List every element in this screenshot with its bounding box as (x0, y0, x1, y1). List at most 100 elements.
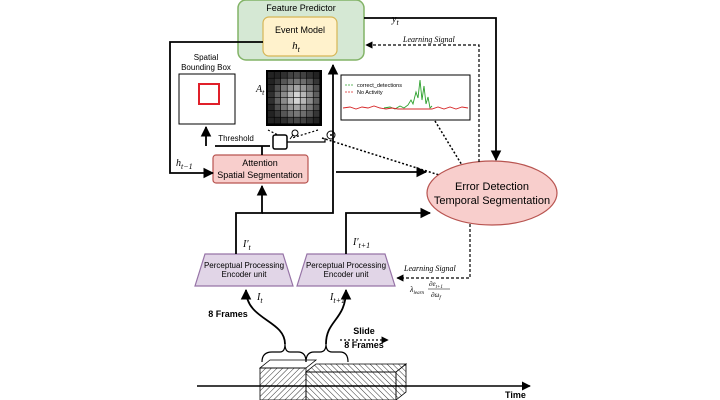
learning-signal-bottom: Learning Signal (403, 264, 457, 273)
heatmap-cell (294, 91, 300, 98)
heatmap-cell (281, 91, 287, 98)
heatmap-cell (307, 85, 313, 91)
heatmap-cell (313, 72, 320, 78)
heatmap-cell (287, 117, 294, 124)
spatial-bbox-title-line2: Bounding Box (181, 63, 231, 72)
eight-frames-label: 8 Frames (208, 309, 248, 319)
heatmap-cell (313, 78, 320, 85)
heatmap-cell (307, 111, 313, 117)
heatmap-cell (307, 72, 313, 78)
slide-eight-frames-label: 8 Frames (344, 340, 384, 350)
heatmap-cell (281, 98, 287, 104)
spatial-bbox-title-line1: Spatial (194, 53, 219, 62)
encoder-right-line1: Perceptual Processing (306, 261, 386, 270)
learning-rate-formula: λlearn ∂et+1 ∂ωf (409, 280, 450, 301)
heatmap-cell (268, 85, 274, 91)
attention-line2: Spatial Segmentation (217, 170, 303, 180)
heatmap-cell (294, 72, 300, 78)
heatmap-cell (274, 72, 281, 78)
threshold-window (272, 134, 288, 150)
heatmap-cell (294, 117, 300, 124)
heatmap-cell (268, 72, 274, 78)
spatial-bbox-red-square (198, 83, 220, 105)
legend-no-activity: No Activity (357, 90, 383, 96)
heatmap-cell (268, 117, 274, 124)
red-series-line (342, 105, 469, 110)
heatmap-cell (268, 104, 274, 111)
error-detection-line1: Error Detection (455, 181, 529, 193)
y-t-label: yt (391, 14, 399, 27)
brace-left (261, 343, 307, 363)
svg-text:∂ωf: ∂ωf (431, 291, 441, 301)
i-t-label: It (256, 292, 263, 305)
heatmap-cell (300, 98, 307, 104)
i-prime-t-label: I′t (242, 239, 252, 252)
attention-heatmap (266, 70, 322, 126)
encoder-right-trapezoid (296, 253, 396, 287)
heatmap-cell (307, 78, 313, 85)
heatmap-cell (287, 72, 294, 78)
heatmap-cell (281, 111, 287, 117)
encoder-left-line1: Perceptual Processing (204, 261, 284, 270)
event-model-box (262, 16, 338, 57)
encoder-left-line2: Encoder unit (222, 270, 268, 279)
heatmap-cell (300, 91, 307, 98)
green-series-line (383, 79, 433, 110)
slide-label: Slide (353, 326, 375, 336)
heatmap-cell (300, 72, 307, 78)
heatmap-cell (287, 111, 294, 117)
heatmap-cell (300, 117, 307, 124)
attention-line1: Attention (242, 158, 278, 168)
h-t-minus-1-label: ht−1 (176, 158, 193, 171)
activity-chart-frame (340, 74, 471, 121)
heatmap-cell (313, 111, 320, 117)
spatial-bbox-frame (178, 73, 236, 125)
heatmap-cell (287, 104, 294, 111)
heatmap-cell (287, 78, 294, 85)
heatmap-cell (287, 91, 294, 98)
heatmap-cell (313, 85, 320, 91)
heatmap-cell (313, 117, 320, 124)
heatmap-cell (268, 91, 274, 98)
heatmap-cell (274, 85, 281, 91)
encoder-right-line2: Encoder unit (324, 270, 370, 279)
heatmap-cell (294, 111, 300, 117)
activity-chart-legend: correct_detections No Activity (345, 83, 402, 96)
heatmap-cell (268, 98, 274, 104)
i-prime-t1-label: I′t+1 (352, 237, 370, 250)
svg-text:λlearn: λlearn (409, 285, 425, 296)
svg-text:∂et+1: ∂et+1 (429, 280, 443, 290)
heatmap-cell (274, 78, 281, 85)
heatmap-cell (294, 85, 300, 91)
event-model-title: Event Model (275, 25, 325, 35)
frame-cube-t1 (304, 363, 408, 400)
heatmap-cell (274, 91, 281, 98)
heatmap-cell (307, 98, 313, 104)
heatmap-cell (281, 117, 287, 124)
heatmap-cell (281, 78, 287, 85)
error-detection-line2: Temporal Segmentation (434, 195, 550, 207)
heatmap-cell (287, 85, 294, 91)
heatmap-cell (307, 91, 313, 98)
heatmap-cell (294, 78, 300, 85)
learning-signal-top: Learning Signal (402, 35, 456, 44)
heatmap-cell (307, 104, 313, 111)
heatmap-cell (281, 104, 287, 111)
threshold-label: Threshold (218, 134, 254, 143)
heatmap-cell (281, 85, 287, 91)
time-label: Time (505, 390, 526, 400)
heatmap-cell (274, 98, 281, 104)
heatmap-cell (300, 78, 307, 85)
heatmap-cell (313, 98, 320, 104)
heatmap-cell (294, 104, 300, 111)
feature-predictor-title: Feature Predictor (266, 3, 336, 13)
i-t1-label: It+1 (329, 292, 345, 305)
heatmap-cell (281, 72, 287, 78)
heatmap-cell (274, 117, 281, 124)
attention-map-label: At (255, 84, 265, 97)
encoder-left-trapezoid (194, 253, 294, 287)
frame-cube-t (258, 359, 318, 400)
heatmap-cell (274, 104, 281, 111)
error-detection-ellipse (426, 160, 558, 226)
